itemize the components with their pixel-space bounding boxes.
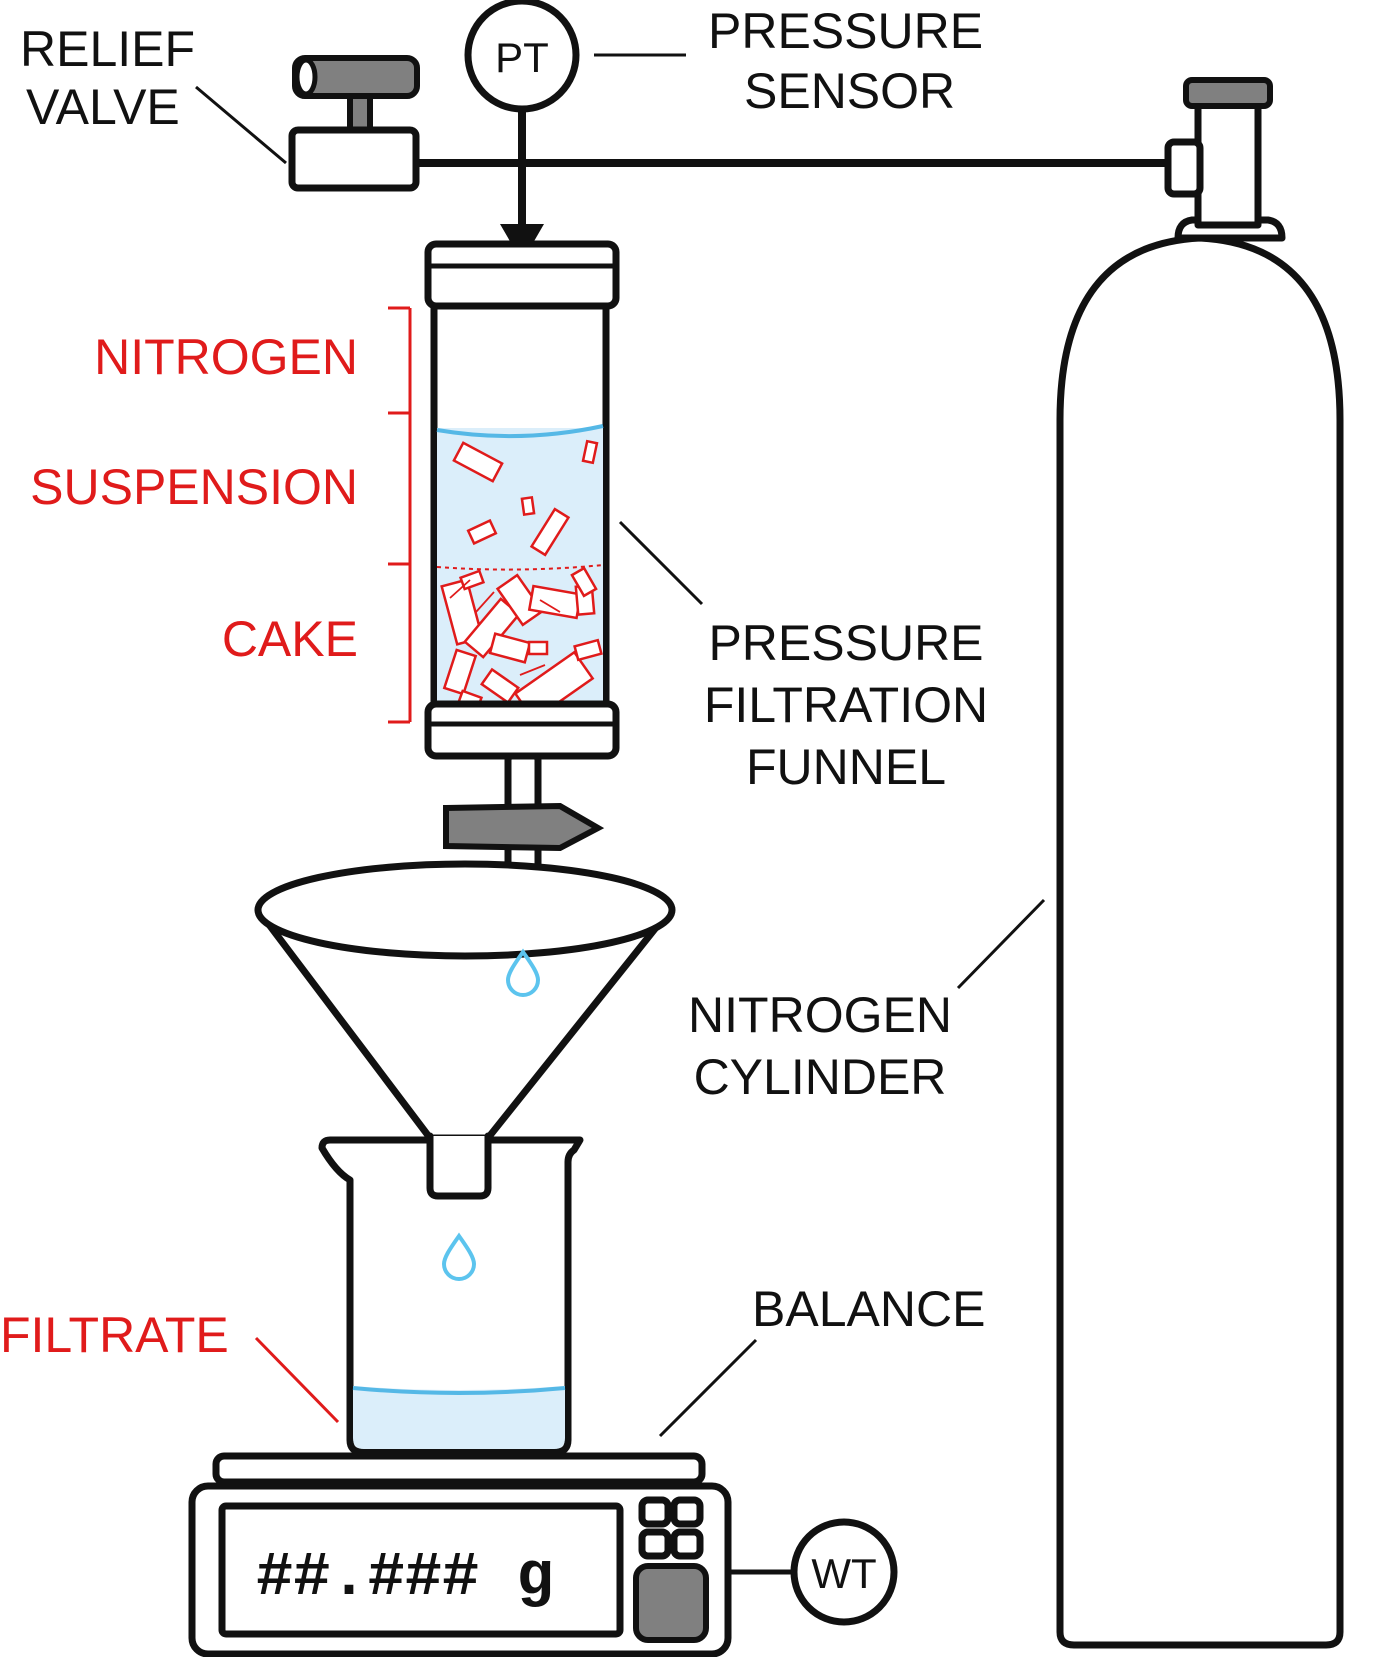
pressure-filtration-funnel: [424, 240, 704, 914]
relief-valve-label-1: RELIEF: [20, 21, 195, 77]
nitrogen-cylinder: [1056, 77, 1344, 1649]
relief-valve-label-2: VALVE: [26, 79, 180, 135]
relief-valve: [195, 55, 420, 192]
pressure-sensor-label-2: SENSOR: [744, 63, 955, 119]
cake-zone-label: CAKE: [222, 611, 358, 667]
beaker: [318, 1132, 584, 1456]
balance-display-readout: ##.### g: [256, 1542, 554, 1613]
funnel-label-3: FUNNEL: [746, 739, 946, 795]
pressure-sensor-label-1: PRESSURE: [708, 3, 983, 59]
filtrate-label: FILTRATE: [0, 1307, 229, 1363]
pt-label: PT: [495, 34, 549, 81]
cone-funnel: [254, 860, 676, 1142]
balance-label: BALANCE: [752, 1281, 985, 1337]
cylinder-label-2: CYLINDER: [694, 1049, 947, 1105]
balance: [188, 1338, 898, 1657]
cylinder-pointer: [956, 898, 1046, 990]
funnel-label-1: PRESSURE: [708, 615, 983, 671]
filtrate-pointer: [254, 1336, 340, 1424]
cylinder-label-1: NITROGEN: [688, 987, 952, 1043]
suspension-zone-label: SUSPENSION: [30, 459, 358, 515]
wt-label: WT: [811, 1550, 876, 1597]
funnel-label-2: FILTRATION: [704, 677, 988, 733]
suspension-crystals: [452, 439, 599, 557]
zone-bracket: [388, 306, 412, 724]
nitrogen-zone-label: NITROGEN: [94, 329, 358, 385]
